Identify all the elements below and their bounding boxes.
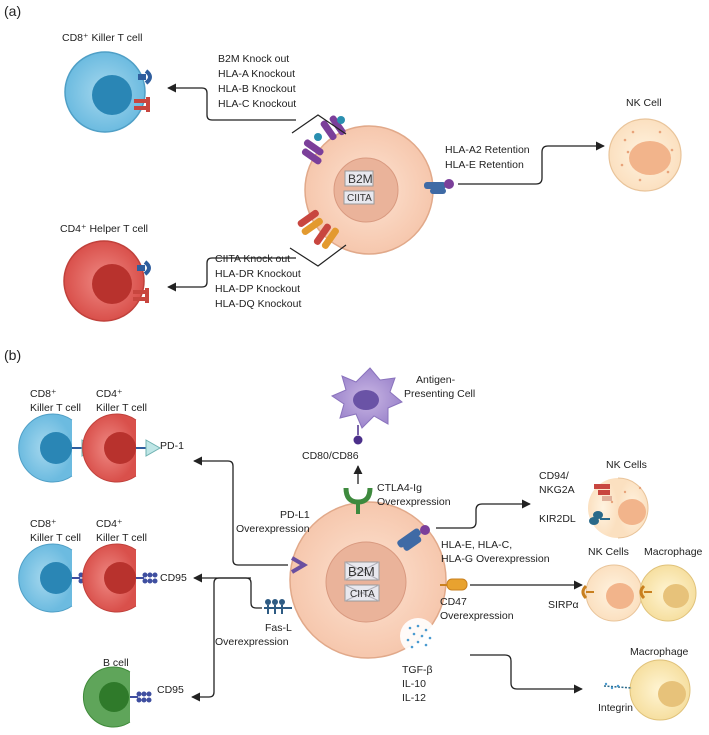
cd95-label-1: CD95 xyxy=(160,572,187,584)
arrow-to-nk-cells xyxy=(436,499,531,529)
arrow-to-b-cell xyxy=(191,577,251,702)
cd4-t-cell-icon xyxy=(82,413,162,483)
cd4-killer-label-1: CD4⁺ Killer T cell xyxy=(96,388,147,414)
cd8-killer-t-cell-label: CD8⁺ Killer T cell xyxy=(62,32,142,44)
mhc-ii-knockout-text: CIITA Knock out HLA-DR Knockout HLA-DP K… xyxy=(215,253,304,310)
cytokines-label: TGF-β IL-10 IL-12 xyxy=(402,664,435,704)
donor-cell-icon xyxy=(304,125,434,255)
cd47-icon xyxy=(440,578,468,591)
gene-b2m-b: B2M xyxy=(348,564,375,579)
pd-l1-icon xyxy=(290,556,308,574)
ciita-gene-box xyxy=(343,190,375,205)
hla-retention-receptor-icon xyxy=(424,179,454,194)
fas-l-icon xyxy=(264,599,292,614)
nk-cell-icon xyxy=(608,118,682,192)
cd47-label: CD47 Overexpression xyxy=(440,596,514,622)
arrow-to-pd1 xyxy=(193,456,288,566)
apc-label: Antigen- Presenting Cell xyxy=(404,374,475,400)
ciita-knockout-mark xyxy=(344,584,380,602)
mhc-i-bracket xyxy=(291,114,347,135)
nk-cells-label-2: NK Cells xyxy=(588,546,629,558)
mhc-class-i-icon xyxy=(301,115,346,165)
gene-ciita: CIITA xyxy=(347,193,372,204)
arrow-to-cd4 xyxy=(167,257,296,292)
cd4-t-cell-icon xyxy=(63,240,145,322)
nk-cells-label-1: NK Cells xyxy=(606,459,647,471)
kir2dl-label: KIR2DL xyxy=(539,513,576,525)
macrophage-label-2: Macrophage xyxy=(630,646,689,658)
integrin-receptor-icon xyxy=(603,682,633,690)
tcr-receptor-icon xyxy=(134,69,152,112)
fas-l-label: Fas-L Overexpression xyxy=(215,622,294,648)
sirpa-label: SIRPα xyxy=(548,599,579,611)
cd4-t-cell-icon xyxy=(82,543,158,613)
nk-cell-icon xyxy=(581,564,643,622)
cd8-t-cell-icon xyxy=(64,51,146,133)
cd8-t-cell-icon xyxy=(18,413,98,483)
ctla4-ig-label: CTLA4-Ig Overexpression xyxy=(377,482,451,508)
integrin-label: Integrin xyxy=(598,702,633,714)
cd4-killer-label-2: CD4⁺ Killer T cell xyxy=(96,518,147,544)
kir2dl-receptor-icon xyxy=(589,511,610,525)
tcr-receptor-icon xyxy=(133,260,151,303)
ctla4-ig-icon xyxy=(343,487,373,514)
panel-a-label: (a) xyxy=(4,3,21,19)
macrophage-label-1: Macrophage xyxy=(644,546,703,558)
pd1-label: PD-1 xyxy=(160,440,184,452)
mhc-ii-bracket xyxy=(289,244,347,267)
cd95-label-2: CD95 xyxy=(157,684,184,696)
panel-b-label: (b) xyxy=(4,347,21,363)
cd8-killer-label-2: CD8⁺ Killer T cell xyxy=(30,518,81,544)
arrow-to-nk xyxy=(458,141,605,185)
mhc-i-knockout-text: B2M Knock out HLA-A Knockout HLA-B Knock… xyxy=(218,53,299,110)
pd-l1-label: PD-L1 Overexpression xyxy=(236,509,313,535)
gene-ciita-b: CIITA xyxy=(350,589,375,600)
gene-b2m: B2M xyxy=(348,172,373,186)
b-cell-label: B cell xyxy=(103,657,129,669)
cd8-t-cell-icon xyxy=(18,543,94,613)
cd8-killer-label-1: CD8⁺ Killer T cell xyxy=(30,388,81,414)
arrow-to-integrin xyxy=(470,654,583,694)
antigen-presenting-cell-icon xyxy=(330,367,403,429)
macrophage-icon xyxy=(639,564,697,622)
cd80-label: CD80/CD86 xyxy=(302,450,359,462)
macrophage-icon xyxy=(629,659,691,721)
cd94-label: CD94/ NKG2A xyxy=(539,470,575,496)
nk-cell-label: NK Cell xyxy=(626,97,662,109)
mhc-class-ii-icon xyxy=(297,209,339,249)
b2m-gene-box xyxy=(344,170,374,187)
b-cell-icon xyxy=(82,666,152,728)
arrow-to-cd95 xyxy=(193,573,262,609)
arrow-to-cd8 xyxy=(167,83,296,121)
cytokine-secretion-icon xyxy=(400,618,436,654)
nkg2a-receptor-icon xyxy=(594,484,612,501)
cd4-helper-t-cell-label: CD4⁺ Helper T cell xyxy=(60,223,148,235)
b2m-knockout-mark xyxy=(344,561,380,581)
hla-overexpression-receptor-icon xyxy=(397,525,430,551)
hla-overexpression-label: HLA-E, HLA-C, HLA-G Overexpression xyxy=(441,539,550,565)
retention-text: HLA-A2 Retention HLA-E Retention xyxy=(445,144,533,171)
cd80-ligand-icon xyxy=(353,435,363,445)
